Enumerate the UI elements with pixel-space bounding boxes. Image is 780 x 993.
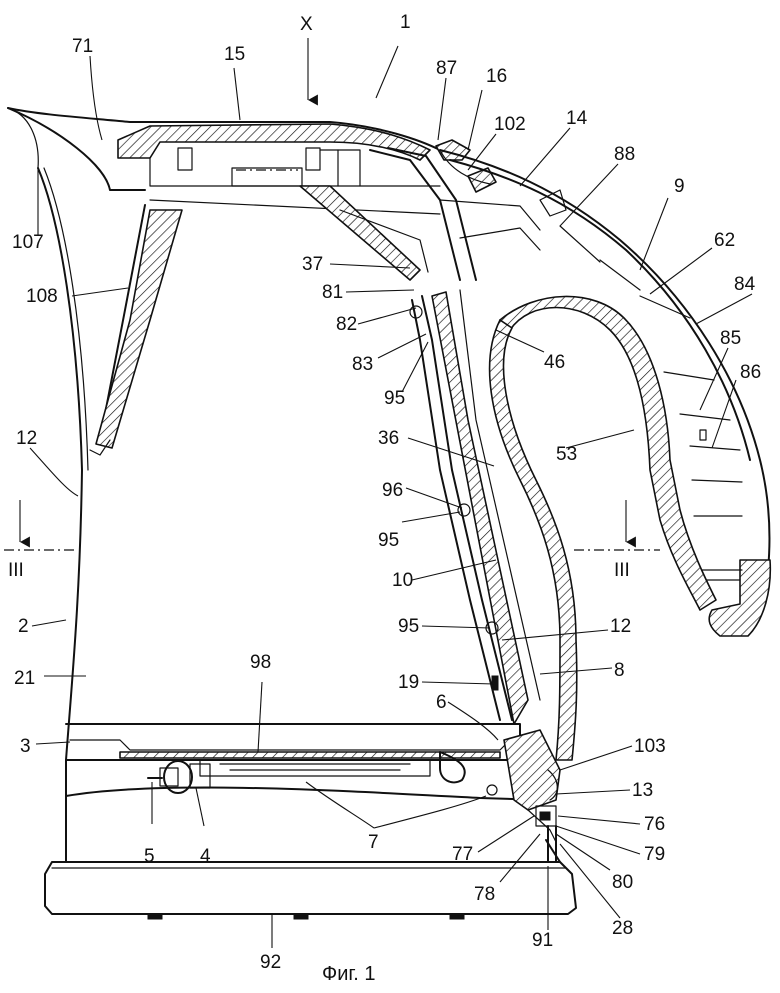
label-4: 4 — [200, 846, 211, 867]
water-gauge-10 — [409, 289, 541, 725]
label-6: 6 — [436, 692, 447, 713]
label-16: 16 — [486, 66, 507, 87]
label-96: 96 — [382, 480, 403, 501]
figure-caption: Фиг. 1 — [322, 963, 375, 985]
label-8: 8 — [614, 660, 625, 681]
section-line-right — [574, 500, 660, 551]
leader-lines — [29, 45, 753, 948]
label-36: 36 — [378, 428, 399, 449]
label-84: 84 — [734, 274, 756, 295]
label-81: 81 — [322, 282, 343, 303]
label-62: 62 — [714, 230, 735, 251]
label-78: 78 — [474, 884, 495, 905]
label-71: 71 — [72, 36, 93, 57]
label-21: 21 — [14, 668, 35, 689]
reference-labels: X 1 71 15 87 16 102 14 88 9 62 84 85 86 … — [8, 12, 761, 973]
label-95b: 95 — [378, 530, 399, 551]
steam-duct-37 — [299, 147, 541, 281]
label-83: 83 — [352, 354, 373, 375]
lid-15 — [7, 107, 441, 187]
label-1: 1 — [400, 12, 411, 33]
label-98: 98 — [250, 652, 271, 673]
label-3: 3 — [20, 736, 31, 757]
handle-9 — [439, 149, 772, 761]
label-46: 46 — [544, 352, 565, 373]
label-9: 9 — [674, 176, 685, 197]
label-15: 15 — [224, 44, 245, 65]
label-108: 108 — [26, 286, 58, 307]
label-88: 88 — [614, 144, 635, 165]
label-85: 85 — [720, 328, 741, 349]
label-14: 14 — [566, 108, 588, 129]
label-95c: 95 — [398, 616, 419, 637]
label-87: 87 — [436, 58, 457, 79]
label-92: 92 — [260, 952, 281, 973]
label-19: 19 — [398, 672, 419, 693]
label-80: 80 — [612, 872, 633, 893]
heating-plate-98 — [69, 739, 511, 784]
label-10: 10 — [392, 570, 413, 591]
label-102: 102 — [494, 114, 526, 135]
label-53: 53 — [556, 444, 577, 465]
base-connector-area — [486, 729, 561, 863]
label-view-arrow-x: X — [300, 14, 313, 35]
handle-ribs — [559, 225, 743, 517]
label-2: 2 — [18, 616, 29, 637]
lower-housing — [65, 723, 561, 863]
label-76: 76 — [644, 814, 665, 835]
label-91: 91 — [532, 930, 553, 951]
label-section-right: III — [614, 560, 630, 581]
label-82: 82 — [336, 314, 357, 335]
label-77: 77 — [452, 844, 473, 865]
label-7: 7 — [368, 832, 379, 853]
label-95a: 95 — [384, 388, 405, 409]
label-13: 13 — [632, 780, 653, 801]
container-body-2 — [7, 107, 146, 761]
label-5: 5 — [144, 846, 155, 867]
connector-4-5 — [147, 760, 211, 794]
label-107: 107 — [12, 232, 44, 253]
base-stand — [44, 861, 577, 920]
label-28: 28 — [612, 918, 633, 939]
label-103: 103 — [634, 736, 666, 757]
filter-108 — [89, 199, 441, 456]
label-12b: 12 — [610, 616, 631, 637]
label-86: 86 — [740, 362, 761, 383]
label-37: 37 — [302, 254, 323, 275]
section-line-left — [4, 500, 78, 551]
label-section-left: III — [8, 560, 24, 581]
label-79: 79 — [644, 844, 665, 865]
label-12a: 12 — [16, 428, 37, 449]
